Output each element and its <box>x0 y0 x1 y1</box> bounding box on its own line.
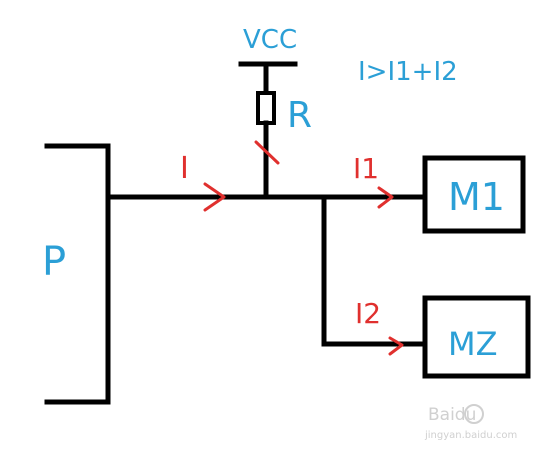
current-arrow-i2-icon <box>388 336 404 356</box>
current-i2-label: I2 <box>355 297 381 330</box>
current-main-label: I <box>180 151 189 186</box>
watermark-brand: Baidu <box>428 405 476 425</box>
watermark-site: jingyan.baidu.com <box>424 430 517 441</box>
resistor-current-mark-icon <box>254 140 280 165</box>
m1-label: M1 <box>448 175 505 219</box>
watermark-paw-icon <box>464 404 484 424</box>
current-arrow-main-icon <box>203 182 226 212</box>
p-label: P <box>42 239 66 285</box>
current-condition-label: I>I1+I2 <box>358 57 458 87</box>
m1-box <box>422 155 526 234</box>
p-block-bracket <box>44 143 111 405</box>
vcc-label: VCC <box>243 25 297 55</box>
watermark: Baidu jingyan.baidu.com <box>424 404 517 441</box>
resistor-body <box>256 91 276 125</box>
resistor-label: R <box>287 95 312 136</box>
m2-box <box>422 295 531 379</box>
current-arrow-i1-icon <box>377 186 394 209</box>
m2-label: MZ <box>448 325 498 363</box>
branch-wire-m2 <box>321 194 428 347</box>
current-i1-label: I1 <box>353 152 379 185</box>
